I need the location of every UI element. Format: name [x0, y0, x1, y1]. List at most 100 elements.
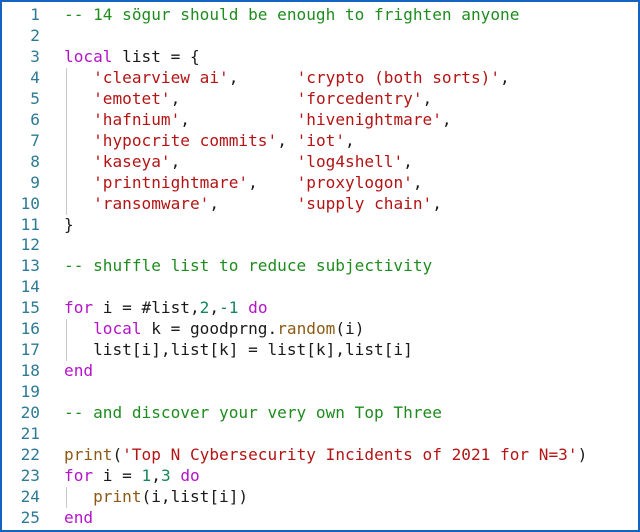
string-token: 'emotet'	[93, 88, 171, 108]
code-text: end	[64, 361, 93, 382]
code-line[interactable]: 5 'emotet', 'forcedentry',	[2, 88, 638, 110]
keyword-token: local	[64, 46, 113, 66]
string-token: 'log4shell'	[296, 151, 404, 171]
code-token: (	[112, 445, 123, 465]
code-text: 'printnightmare', 'proxylogon',	[64, 172, 422, 194]
code-token: k = goodprng.	[141, 319, 278, 339]
indent-guide	[66, 172, 67, 194]
line-number: 19	[20, 382, 40, 402]
code-line[interactable]: 11}	[2, 215, 638, 236]
code-token	[171, 466, 181, 485]
number-token: 2	[199, 298, 210, 318]
line-number: 3	[30, 46, 40, 66]
line-number: 23	[20, 465, 40, 485]
code-line[interactable]: 7 'hypocrite commits', 'iot',	[2, 130, 638, 152]
number-token: -1	[219, 298, 239, 318]
indent-guide	[66, 340, 67, 362]
keyword-token: end	[64, 507, 94, 527]
code-line[interactable]: 19	[2, 382, 638, 403]
code-line[interactable]: 9 'printnightmare', 'proxylogon',	[2, 172, 638, 194]
code-line[interactable]: 17 list[i],list[k] = list[k],list[i]	[2, 340, 638, 362]
line-number: 18	[20, 361, 40, 381]
code-text: list[i],list[k] = list[k],list[i]	[64, 340, 413, 361]
code-line[interactable]: 12	[2, 235, 638, 256]
keyword-token: do	[180, 465, 200, 485]
indent-guide	[66, 486, 67, 508]
keyword-token: end	[64, 361, 94, 381]
code-line[interactable]: 13 -- shuffle list to reduce subjectivity	[2, 256, 638, 277]
code-line[interactable]: 21	[2, 424, 638, 445]
keyword-token: for	[64, 298, 94, 318]
string-token: 'Top N Cybersecurity Incidents of 2021 f…	[122, 445, 578, 465]
code-text: local k = goodprng.random(i)	[64, 319, 364, 340]
code-token: (i,list[i])	[141, 486, 249, 506]
code-text: print('Top N Cybersecurity Incidents of …	[64, 445, 587, 466]
line-number: 10	[20, 193, 40, 213]
number-token: 3	[160, 465, 171, 485]
function-token: random	[277, 319, 336, 339]
line-number: 17	[20, 340, 40, 360]
string-token: 'supply chain'	[296, 193, 433, 213]
code-line[interactable]: 1 -- 14 sögur should be enough to frighte…	[2, 5, 638, 26]
string-token: 'forcedentry'	[296, 88, 423, 108]
code-token: ,	[170, 151, 297, 171]
line-number: 2	[30, 25, 40, 45]
code-token: ,	[209, 193, 297, 213]
indent-guide	[66, 151, 67, 173]
code-text: 'hypocrite commits', 'iot',	[64, 131, 355, 152]
code-line[interactable]: 10 'ransomware', 'supply chain',	[2, 193, 638, 215]
code-editor[interactable]: 1 -- 14 sögur should be enough to frighte…	[2, 5, 638, 529]
line-number: 22	[20, 445, 40, 465]
code-line[interactable]: 24 print(i,list[i])	[2, 486, 638, 508]
code-line[interactable]: 8 'kaseya', 'log4shell',	[2, 151, 638, 173]
code-token: ,	[500, 67, 510, 87]
code-line[interactable]: 22 print('Top N Cybersecurity Incidents o…	[2, 445, 638, 466]
code-token: i = #list,	[93, 298, 200, 318]
indent-guide	[66, 88, 67, 110]
code-line[interactable]: 16 local k = goodprng.random(i)	[2, 319, 638, 341]
string-token: 'hafnium'	[93, 109, 181, 129]
code-token: ,	[277, 130, 297, 150]
line-number: 7	[30, 130, 40, 150]
code-token	[64, 173, 93, 192]
code-text: 'kaseya', 'log4shell',	[64, 152, 413, 173]
code-token: ,	[403, 151, 413, 171]
code-line[interactable]: 18 end	[2, 361, 638, 382]
line-number: 13	[20, 256, 40, 276]
string-token: 'iot'	[296, 130, 346, 150]
code-line[interactable]: 2	[2, 26, 638, 47]
code-token: ,	[228, 67, 297, 87]
code-line[interactable]: 4 'clearview ai', 'crypto (both sorts)',	[2, 67, 638, 89]
code-line[interactable]: 14	[2, 277, 638, 298]
code-text: print(i,list[i])	[64, 487, 248, 508]
line-number: 24	[20, 486, 40, 506]
code-line[interactable]: 6 'hafnium', 'hivenightmare',	[2, 109, 638, 131]
indent-guide	[66, 67, 67, 89]
line-number: 14	[20, 277, 40, 297]
line-number: 21	[20, 424, 40, 444]
code-text: -- 14 sögur should be enough to frighten…	[64, 5, 519, 26]
line-number: 1	[30, 5, 40, 24]
line-number: 6	[30, 109, 40, 129]
code-line[interactable]: 20-- and discover your very own Top Thre…	[2, 403, 638, 424]
code-token: ,	[441, 109, 452, 129]
line-number: 11	[20, 214, 40, 234]
line-number: 4	[30, 67, 40, 87]
code-line[interactable]: 3 local list = {	[2, 47, 638, 68]
string-token: 'printnightmare'	[93, 172, 249, 192]
comment-token: -- 14 sögur should be enough to frighten…	[64, 5, 520, 24]
string-token: 'kaseya'	[93, 151, 171, 171]
comment-token: -- shuffle list to reduce subjectivity	[64, 256, 433, 276]
code-token: list = {	[112, 46, 200, 66]
code-token: i =	[93, 465, 142, 485]
code-text: -- and discover your very own Top Three	[64, 403, 442, 424]
code-token: ,	[422, 88, 433, 108]
number-token: 1	[141, 465, 152, 485]
code-text: 'emotet', 'forcedentry',	[64, 89, 432, 110]
code-token	[64, 319, 93, 338]
code-token: list[i],list[k] = list[k],list[i]	[64, 340, 413, 360]
